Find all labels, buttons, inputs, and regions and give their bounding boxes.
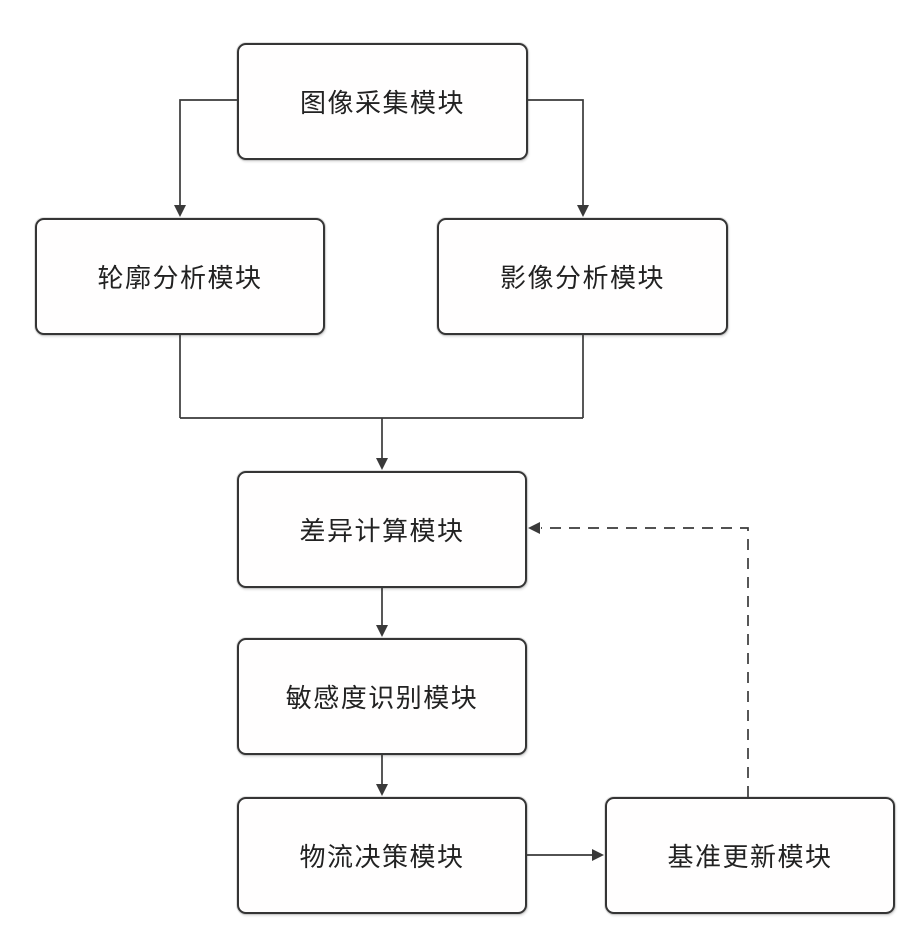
node-contour-analysis-module: 轮廓分析模块 [35,218,325,335]
node-label-image-analysis: 影像分析模块 [499,263,665,293]
node-label-logistics-decision: 物流决策模块 [299,842,465,872]
arrowhead-down-image-analysis [577,205,589,217]
node-label-image-acquisition: 图像采集模块 [299,88,465,118]
arrowhead-right-baseline [592,849,604,861]
node-image-analysis-module: 影像分析模块 [437,218,728,335]
arrowhead-down-contour [174,205,186,217]
edge-baseline-feedback-dashed [541,527,749,797]
node-label-baseline-update: 基准更新模块 [667,842,833,872]
node-baseline-update-module: 基准更新模块 [605,797,895,914]
edge-acquisition-to-image-analysis [528,99,584,206]
arrowhead-down-difference [376,458,388,470]
node-image-acquisition-module: 图像采集模块 [237,43,528,160]
node-label-sensitivity-recognition: 敏感度识别模块 [285,683,479,713]
arrowhead-left-difference-feedback [528,522,540,534]
node-label-contour-analysis: 轮廓分析模块 [97,263,263,293]
node-difference-calculation-module: 差异计算模块 [237,471,527,588]
arrowhead-down-logistics [376,784,388,796]
node-sensitivity-recognition-module: 敏感度识别模块 [237,638,527,755]
node-label-difference-calculation: 差异计算模块 [299,516,465,546]
arrowhead-down-sensitivity [376,625,388,637]
edge-acquisition-to-contour [179,99,237,206]
node-logistics-decision-module: 物流决策模块 [237,797,527,914]
